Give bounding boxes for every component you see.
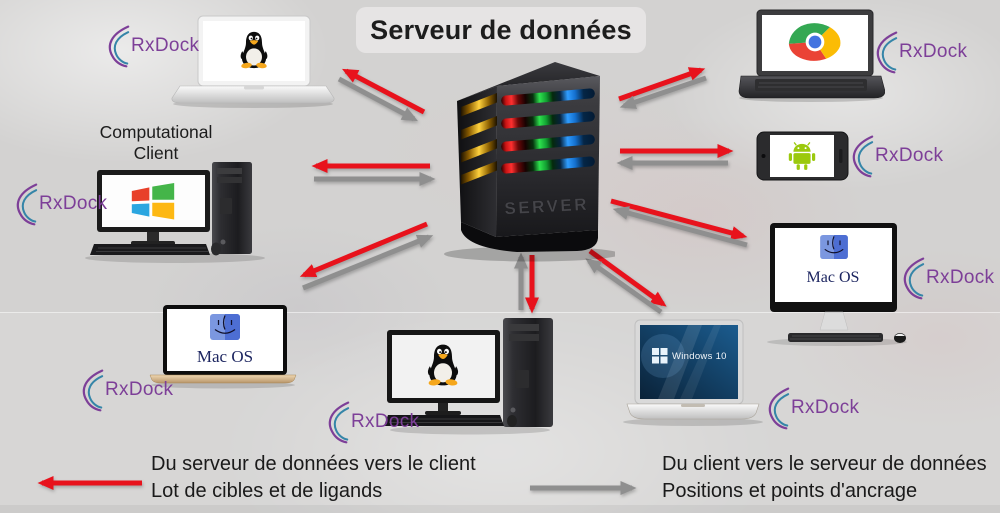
rxdock-logo-text: RxDock: [131, 35, 200, 56]
finder-macos-icon: [820, 235, 848, 259]
legend-client-to-server: Du client vers le serveur de données Pos…: [662, 451, 987, 505]
arrow-red-server-to-linux-laptop: [342, 68, 426, 115]
windows10-laptop: Windows 10: [623, 319, 763, 426]
arrow-gray-windows10-laptop-to-server: [585, 258, 663, 315]
title-plate: Serveur de données: [356, 7, 646, 53]
rxdock-swoosh-icon: [903, 257, 925, 300]
rxdock-logo: RxDock: [766, 386, 859, 430]
data-server: SERVER: [444, 62, 615, 262]
keyboard: [90, 244, 210, 255]
rxdock-logo: RxDock: [14, 182, 107, 226]
rxdock-logo: RxDock: [80, 368, 173, 412]
android-phone: [756, 131, 849, 181]
arrow-gray-macos-laptop-to-server: [302, 234, 434, 291]
windows10-screen-label: Windows 10: [672, 351, 727, 362]
rxdock-logo: RxDock: [901, 256, 994, 300]
rxdock-swoosh-icon: [768, 387, 790, 430]
macos-screen-label: Mac OS: [807, 269, 860, 286]
rxdock-logo-text: RxDock: [791, 397, 860, 418]
rxdock-swoosh-icon: [852, 135, 874, 178]
rxdock-logo-text: RxDock: [926, 267, 995, 288]
server-front-led-stripes: [501, 88, 595, 174]
mouse: [507, 415, 517, 427]
background-bottom-strip: [0, 505, 1000, 513]
chrome-laptop: [738, 9, 885, 102]
linux-laptop: [171, 15, 335, 108]
macos-desktop: Mac OS: [767, 223, 907, 346]
rxdock-logo-text: RxDock: [39, 193, 108, 214]
keyboard: [384, 415, 504, 426]
server-side-led-stripes: [461, 93, 497, 185]
arrow-red-server-to-macos-desktop: [610, 198, 748, 240]
legend-text-line: Positions et points d'ancrage: [662, 480, 918, 502]
rxdock-logo: RxDock: [874, 30, 967, 74]
legend-text-line: Du serveur de données vers le client: [151, 453, 476, 475]
macos-screen-label: Mac OS: [197, 347, 253, 366]
rxdock-logo-text: RxDock: [899, 41, 968, 62]
rxdock-swoosh-icon: [82, 369, 104, 412]
rxdock-logo-text: RxDock: [875, 145, 944, 166]
computational-client-desktop: [85, 162, 265, 263]
legend-text-line: Du client vers le serveur de données: [662, 453, 987, 475]
arrow-red-server-to-chrome-laptop: [618, 67, 706, 102]
rxdock-logo: RxDock: [326, 400, 419, 444]
arrow-gray-macos-desktop-to-server: [612, 206, 748, 248]
legend-text-line: Lot de cibles et de ligands: [151, 480, 383, 502]
mouse: [211, 242, 221, 256]
finder-macos-icon: [210, 314, 240, 340]
keyboard: [755, 79, 867, 91]
rxdock-logo: RxDock: [106, 24, 199, 68]
rxdock-swoosh-icon: [876, 31, 898, 74]
server-label: SERVER: [504, 195, 589, 218]
rxdock-logo-text: RxDock: [351, 411, 420, 432]
rxdock-swoosh-icon: [328, 401, 350, 444]
legend-server-to-client: Du serveur de données vers le client Lot…: [151, 451, 476, 505]
computational-client-caption: Computational Client: [99, 122, 213, 163]
page-title: Serveur de données: [370, 14, 632, 45]
linux-desktop: [384, 318, 553, 435]
keyboard: [788, 333, 883, 342]
arrow-gray-chrome-laptop-to-server: [619, 75, 707, 109]
windows10-hero-icon: [652, 348, 668, 364]
macos-laptop: Mac OS: [149, 305, 297, 389]
server-top-face: [457, 62, 600, 101]
monitor-screen: [102, 175, 205, 227]
rxdock-logo-text: RxDock: [105, 379, 174, 400]
arrow-red-server-to-macos-laptop: [299, 221, 428, 278]
rxdock-logo: RxDock: [850, 134, 943, 178]
arrow-gray-linux-laptop-to-server: [337, 76, 418, 122]
rxdock-swoosh-icon: [16, 183, 38, 226]
rxdock-swoosh-icon: [108, 25, 130, 68]
